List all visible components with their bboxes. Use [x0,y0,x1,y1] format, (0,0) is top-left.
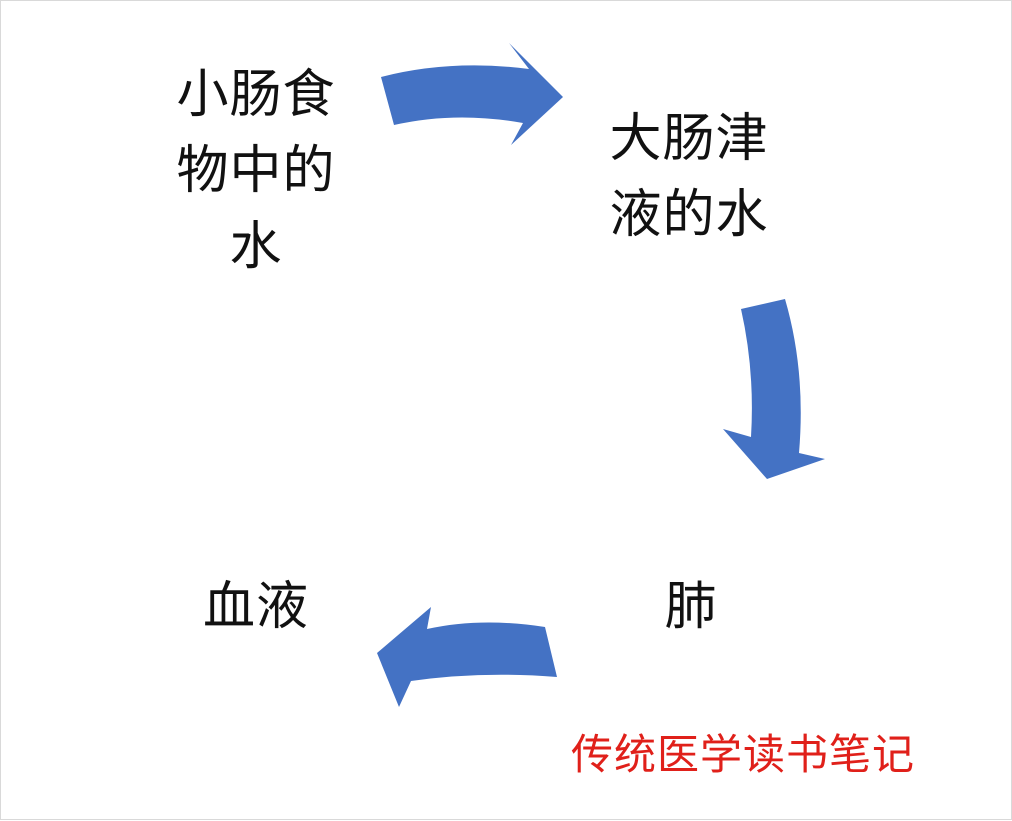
node-1-line-1: 小肠食 [176,65,336,125]
arrow-right-down [723,299,825,479]
node-4-line-1: 血液 [202,577,309,637]
arrow-top-right [381,43,563,145]
watermark-text: 传统医学读书笔记 [571,730,916,779]
node-large-intestine-water: 大肠津 液的水 [589,101,789,253]
node-2-line-1: 大肠津 [609,109,769,169]
node-small-intestine-water: 小肠食 物中的 水 [151,57,361,285]
node-blood: 血液 [186,569,326,645]
node-1-line-3: 水 [229,217,283,277]
node-3-line-1: 肺 [664,577,718,637]
arrow-bottom-left [377,607,557,707]
node-1-line-2: 物中的 [176,141,336,201]
node-lung: 肺 [641,569,741,645]
node-2-line-2: 液的水 [609,185,769,245]
